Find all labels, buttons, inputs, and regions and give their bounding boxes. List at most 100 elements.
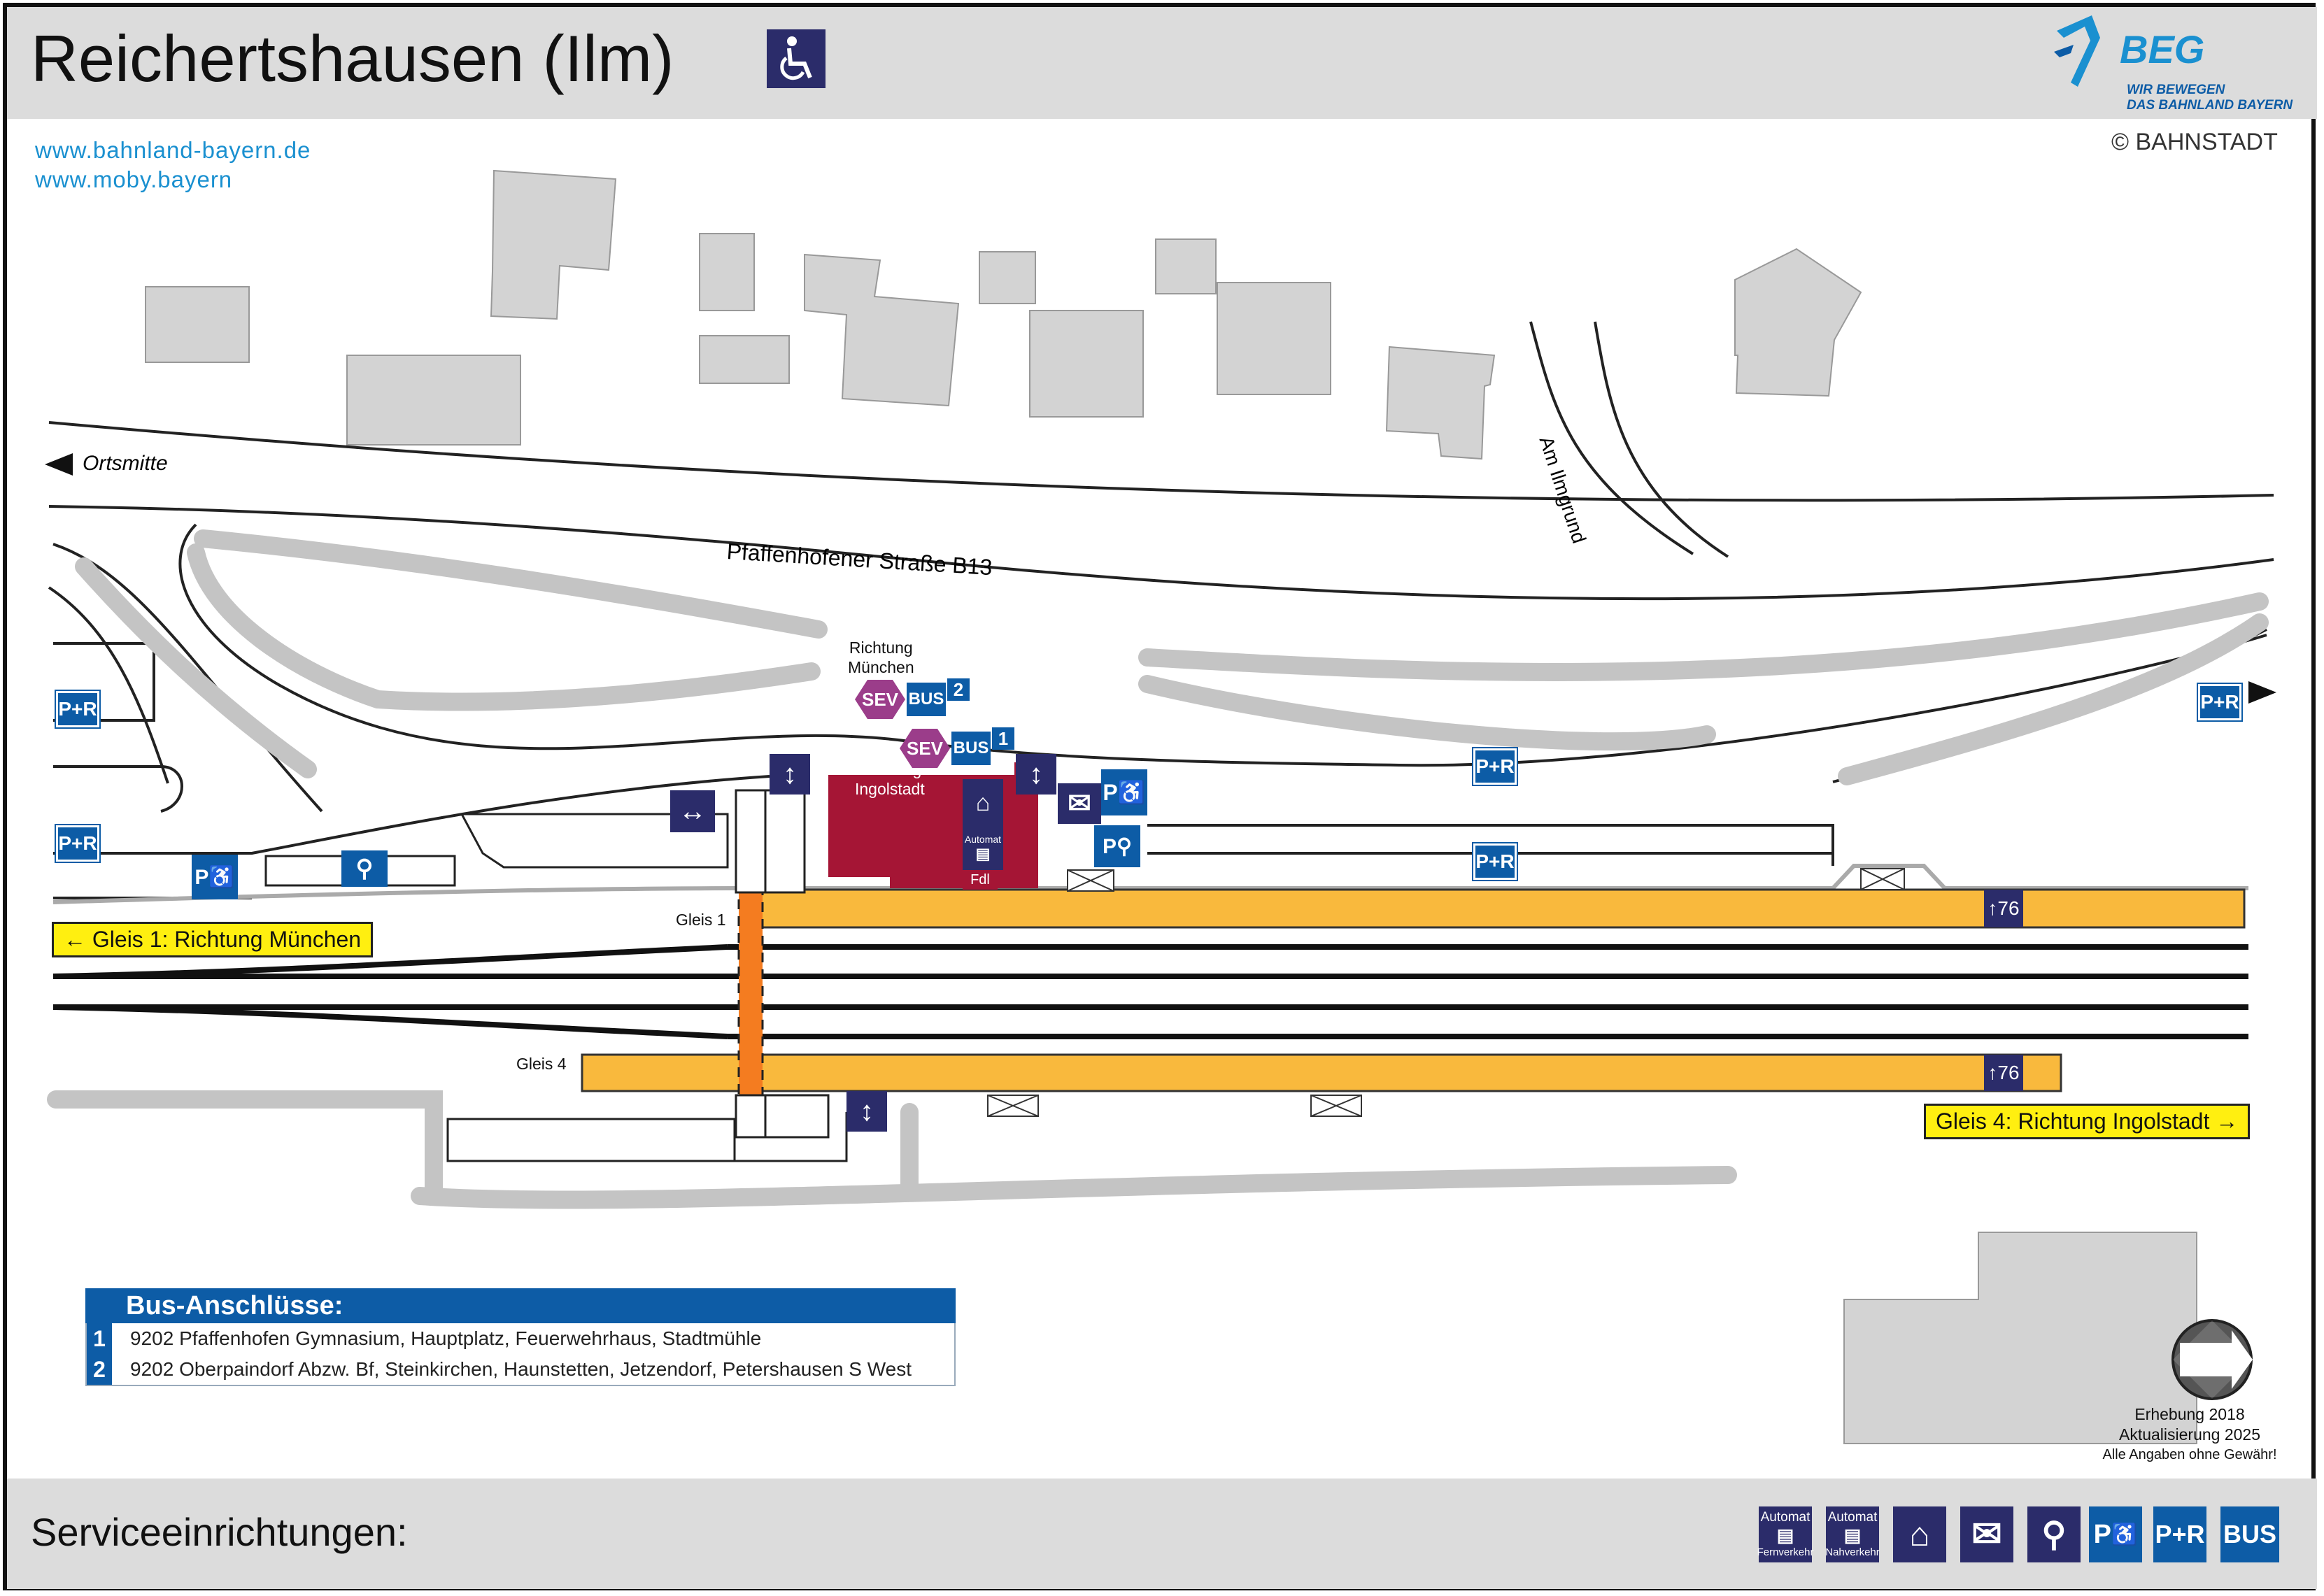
park-and-ride-sign: P+R	[55, 690, 101, 729]
gleis-4-direction: Gleis 4: Richtung Ingolstadt →	[1924, 1104, 2251, 1139]
platform-height-4-value: 76	[1997, 1062, 2020, 1083]
ticket-machine-regional-icon: Automat ▤ Nahverkehr	[1825, 1506, 1880, 1562]
service-icon-top: Automat	[1827, 1510, 1878, 1525]
richtung-ingolstadt-line2: Ingolstadt	[855, 780, 925, 798]
platform-4	[581, 1053, 2062, 1092]
automat-label: Automat	[964, 834, 1002, 845]
wheelchair-glyph: ♿	[2111, 1523, 2138, 1546]
track-switch	[52, 1004, 728, 1039]
building	[804, 253, 960, 407]
platform-height-4: ↑76	[1984, 1055, 2023, 1091]
bus-connection-number: 2	[87, 1354, 112, 1385]
gleis-1-label: Gleis 1	[676, 911, 726, 929]
credits-line-1: Erhebung 2018	[2134, 1405, 2245, 1423]
elevator-icon: ↕	[770, 754, 810, 795]
page-title: Reichertshausen (Ilm)	[31, 22, 674, 95]
arrow-left-icon	[45, 453, 73, 476]
hedge	[1138, 675, 1716, 751]
north-arrow-pointer	[2180, 1330, 2253, 1389]
disabled-parking-map-icon: P♿	[1101, 769, 1147, 815]
gleis-4-label: Gleis 4	[516, 1055, 567, 1073]
bus-connections-title: Bus-Anschlüsse:	[85, 1288, 956, 1323]
bus-connection-row: 1 9202 Pfaffenhofen Gymnasium, Hauptplat…	[85, 1323, 956, 1354]
ticket-machine-long-distance-icon: Automat ▤ Fernverkehr	[1757, 1506, 1814, 1562]
link-bahnland[interactable]: www.bahnland-bayern.de	[35, 137, 311, 163]
header-bar	[7, 7, 2317, 119]
ticket-glyph: ▤	[975, 845, 991, 862]
crossing-icon: ↔	[670, 790, 715, 832]
platform-height-1: ↑76	[1984, 890, 2023, 927]
ticket-glyph: ▤	[1776, 1525, 1794, 1546]
building	[145, 286, 250, 363]
ortsmitte-label: Ortsmitte	[83, 452, 168, 475]
brand-tagline-1: WIR BEWEGEN	[2127, 83, 2225, 97]
bus-icon: BUS	[2220, 1506, 2279, 1562]
elevator-icon: ↕	[1016, 754, 1056, 795]
hedge	[1138, 592, 2269, 681]
ticket-machine-map-icon: Automat ▤	[963, 827, 1003, 870]
building	[1843, 1232, 2197, 1444]
bus-stop-1[interactable]: BUS	[951, 732, 991, 765]
richtung-muenchen-line2: München	[848, 658, 914, 676]
park-and-ride-sign: P+R	[1472, 842, 1518, 881]
buildings	[145, 169, 2197, 1444]
road-edge	[48, 586, 169, 784]
link-moby[interactable]: www.moby.bayern	[35, 166, 233, 192]
bus-connection-text: 9202 Pfaffenhofen Gymnasium, Hauptplatz,…	[130, 1327, 762, 1349]
bus-connection-number: 1	[87, 1323, 112, 1354]
credits: Erhebung 2018 Aktualisierung 2025 Alle A…	[2071, 1404, 2309, 1465]
hedge	[75, 557, 317, 778]
service-icon-top: P	[2093, 1519, 2111, 1549]
waiting-shelter-map-icon: ⌂	[963, 779, 1003, 827]
wheelchair-glyph	[780, 36, 812, 80]
bus-connections-table: Bus-Anschlüsse: 1 9202 Pfaffenhofen Gymn…	[85, 1288, 956, 1386]
building	[346, 355, 521, 446]
service-icon-bottom: Fernverkehr	[1757, 1546, 1814, 1558]
platform-height-1-value: 76	[1997, 897, 2020, 919]
ramp	[446, 1118, 736, 1162]
road-edge	[1594, 321, 1729, 558]
arrow-right-icon	[2248, 681, 2276, 704]
services-title: Serviceeinrichtungen:	[31, 1510, 408, 1554]
stairs-north	[735, 789, 767, 894]
road-edge	[48, 505, 2274, 600]
hedge	[194, 529, 828, 639]
hedge	[1838, 613, 2269, 785]
gleis-1-direction-text: Gleis 1: Richtung München	[92, 927, 362, 952]
credits-line-3: Alle Angaben ohne Gewähr!	[2102, 1447, 2277, 1462]
building	[1029, 310, 1144, 418]
richtung-muenchen-line1: Richtung	[849, 639, 913, 657]
bike-parking-map-icon: P⚲	[1094, 825, 1140, 867]
brand-tagline-2: DAS BAHNLAND BAYERN	[2127, 98, 2293, 113]
disabled-parking-icon: P♿	[2089, 1506, 2142, 1562]
footpath	[52, 864, 2248, 904]
waiting-shelter-icon: ⌂	[1893, 1506, 1946, 1562]
links: www.bahnland-bayern.de www.moby.bayern	[35, 136, 311, 194]
copyright: © BAHNSTADT	[2111, 129, 2278, 155]
beg-logo-icon	[2054, 15, 2100, 87]
bus-stop-2[interactable]: BUS	[907, 683, 946, 716]
road-edge	[53, 765, 183, 813]
underpass	[737, 891, 764, 1097]
hedge	[411, 1166, 1737, 1209]
shelter-cross	[987, 868, 1905, 1117]
building	[699, 233, 755, 311]
gleis-4-direction-text: Gleis 4: Richtung Ingolstadt	[1936, 1109, 2210, 1134]
building	[490, 169, 617, 320]
mailbox-icon: ✉	[1960, 1506, 2013, 1562]
service-icon-top: Automat	[1760, 1510, 1811, 1525]
road-edge	[53, 642, 155, 722]
building	[1217, 282, 1331, 395]
ticket-glyph: ▤	[1843, 1525, 1862, 1546]
credits-line-2: Aktualisierung 2025	[2118, 1425, 2261, 1444]
service-icon-bottom: Nahverkehr	[1825, 1546, 1880, 1558]
bus-stop-2-number: 2	[947, 678, 970, 701]
bus-connection-row: 2 9202 Oberpaindorf Abzw. Bf, Steinkirch…	[85, 1354, 956, 1386]
building	[1155, 238, 1217, 294]
road-edge	[1529, 321, 1694, 555]
building	[699, 335, 790, 384]
sev-stop-1[interactable]: SEV	[900, 729, 950, 768]
stairs-south	[735, 1094, 767, 1139]
ramp-south	[764, 1094, 830, 1139]
